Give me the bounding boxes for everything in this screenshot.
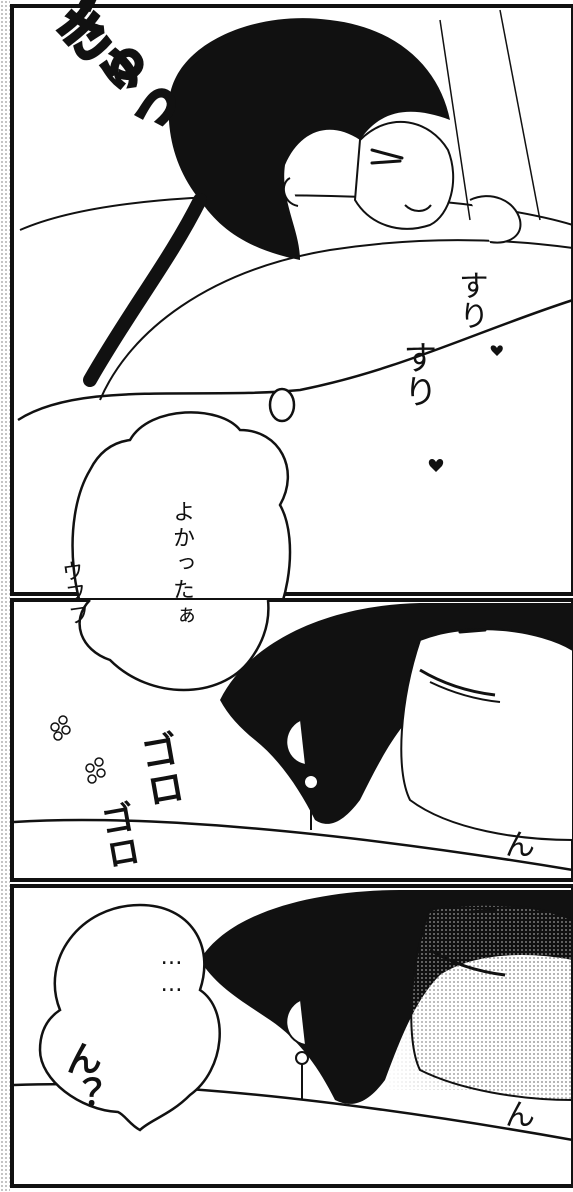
panel-2 — [10, 598, 573, 882]
sfx-n-panel-2: ん — [505, 828, 535, 863]
sfx-rub-2: すり — [397, 340, 437, 408]
sfx-rub-1: すり — [453, 270, 488, 330]
speech-bubble-3 — [38, 903, 221, 1132]
bubble-n-question: ん？ — [60, 1040, 101, 1112]
bubble-text-yokatta: よかったぁ — [169, 500, 194, 630]
bubble-dots: …… — [159, 945, 184, 999]
sfx-roll-2: ゴロ — [91, 799, 143, 873]
sfx-n-panel-3: ん — [505, 1098, 535, 1133]
gutter-texture — [0, 0, 10, 1192]
panel-3 — [10, 884, 573, 1188]
